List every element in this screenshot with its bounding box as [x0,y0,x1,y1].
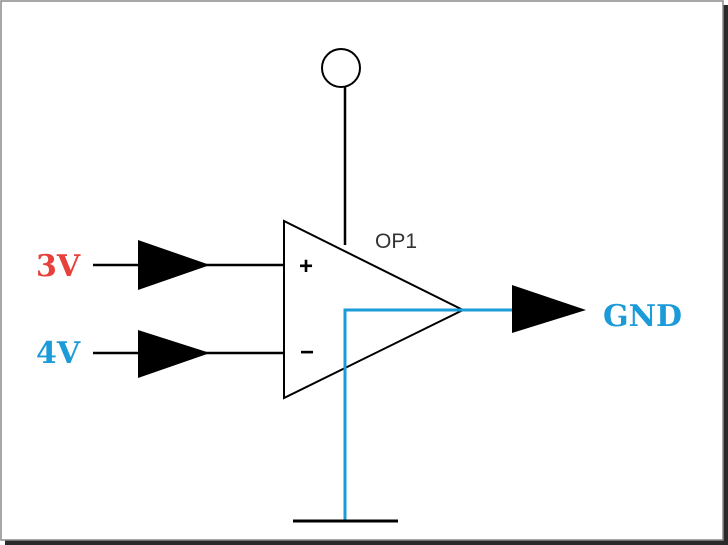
input-label-3v: 3V [36,249,81,284]
input-arrow-4v-icon [138,330,210,378]
output-label: GND [603,299,682,334]
minus-sign: − [300,339,314,366]
input-arrow-3v-icon [138,240,210,290]
feedback-wire [343,308,463,521]
input-label-4v: 4V [36,336,81,371]
plus-sign: + [299,253,313,280]
component-label: OP1 [375,230,417,253]
output-arrow-icon [512,285,586,333]
supply-terminal-icon [321,48,361,88]
